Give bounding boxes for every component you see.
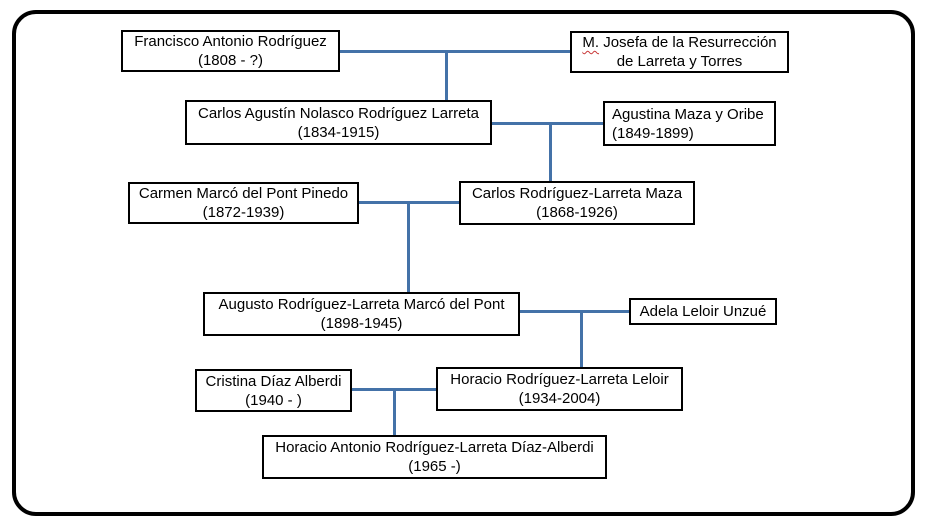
- person-dates: (1868-1926): [536, 204, 618, 221]
- connector-drop-to-carlos-agustin: [445, 50, 448, 100]
- person-box-horacio-antonio-rodriguez-larreta: Horacio Antonio Rodríguez-Larreta Díaz-A…: [262, 435, 607, 479]
- connector-francisco-josefa: [340, 50, 570, 53]
- person-name-line2: de Larreta y Torres: [616, 53, 743, 70]
- person-name: Augusto Rodríguez-Larreta Marcó del Pont: [218, 296, 505, 313]
- person-dates: (1940 - ): [245, 391, 302, 409]
- person-box-cristina-diaz-alberdi: Cristina Díaz Alberdi (1940 - ): [195, 369, 352, 412]
- person-dates: (1834-1915): [297, 123, 380, 141]
- person-name: Adela Leloir Unzué: [639, 303, 767, 320]
- person-box-horacio-rodriguez-larreta-leloir: Horacio Rodríguez-Larreta Leloir (1934-2…: [436, 367, 683, 411]
- person-name-rest: Josefa de la Resurrección: [603, 34, 777, 51]
- connector-carlos-agustin-agustina: [492, 122, 603, 125]
- person-name: M. Josefa de la Resurrección: [572, 33, 787, 52]
- diagram-rounded-frame: [12, 10, 915, 516]
- connector-drop-to-augusto: [407, 201, 410, 292]
- person-dates: (1849-1899): [612, 124, 694, 142]
- connector-drop-to-carlos-maza: [549, 122, 552, 181]
- connector-drop-to-horacio-leloir: [580, 310, 583, 367]
- connector-drop-to-horacio-antonio: [393, 388, 396, 435]
- person-box-francisco-antonio-rodriguez: Francisco Antonio Rodríguez (1808 - ?): [121, 30, 340, 72]
- person-name: Francisco Antonio Rodríguez: [134, 33, 327, 50]
- person-name: Cristina Díaz Alberdi: [205, 372, 342, 390]
- person-name: Agustina Maza y Oribe: [612, 105, 764, 123]
- person-box-josefa-de-larreta-y-torres: M. Josefa de la Resurrección de Larreta …: [570, 31, 789, 73]
- person-name: Carlos Agustín Nolasco Rodríguez Larreta: [198, 104, 479, 122]
- person-dates: (1934-2004): [518, 390, 601, 407]
- person-box-carlos-rodriguez-larreta-maza: Carlos Rodríguez-Larreta Maza (1868-1926…: [459, 181, 695, 225]
- person-dates: (1872-1939): [202, 204, 285, 221]
- person-box-carmen-marco-del-pont: Carmen Marcó del Pont Pinedo (1872-1939): [128, 182, 359, 224]
- person-name: Horacio Rodríguez-Larreta Leloir: [450, 371, 669, 388]
- person-dates: (1898-1945): [320, 315, 403, 332]
- spellcheck-underline: M.: [582, 34, 600, 51]
- person-name: Carmen Marcó del Pont Pinedo: [138, 185, 349, 202]
- person-dates: (1965 -): [408, 458, 461, 475]
- person-box-agustina-maza-y-oribe: Agustina Maza y Oribe (1849-1899): [603, 101, 776, 146]
- person-box-carlos-agustin-nolasco: Carlos Agustín Nolasco Rodríguez Larreta…: [185, 100, 492, 145]
- person-name: Horacio Antonio Rodríguez-Larreta Díaz-A…: [275, 439, 594, 456]
- person-box-augusto-rodriguez-larreta: Augusto Rodríguez-Larreta Marcó del Pont…: [203, 292, 520, 336]
- person-dates: (1808 - ?): [197, 52, 264, 69]
- person-box-adela-leloir-unzue: Adela Leloir Unzué: [629, 298, 777, 325]
- connector-augusto-adela: [520, 310, 629, 313]
- person-name: Carlos Rodríguez-Larreta Maza: [471, 185, 683, 202]
